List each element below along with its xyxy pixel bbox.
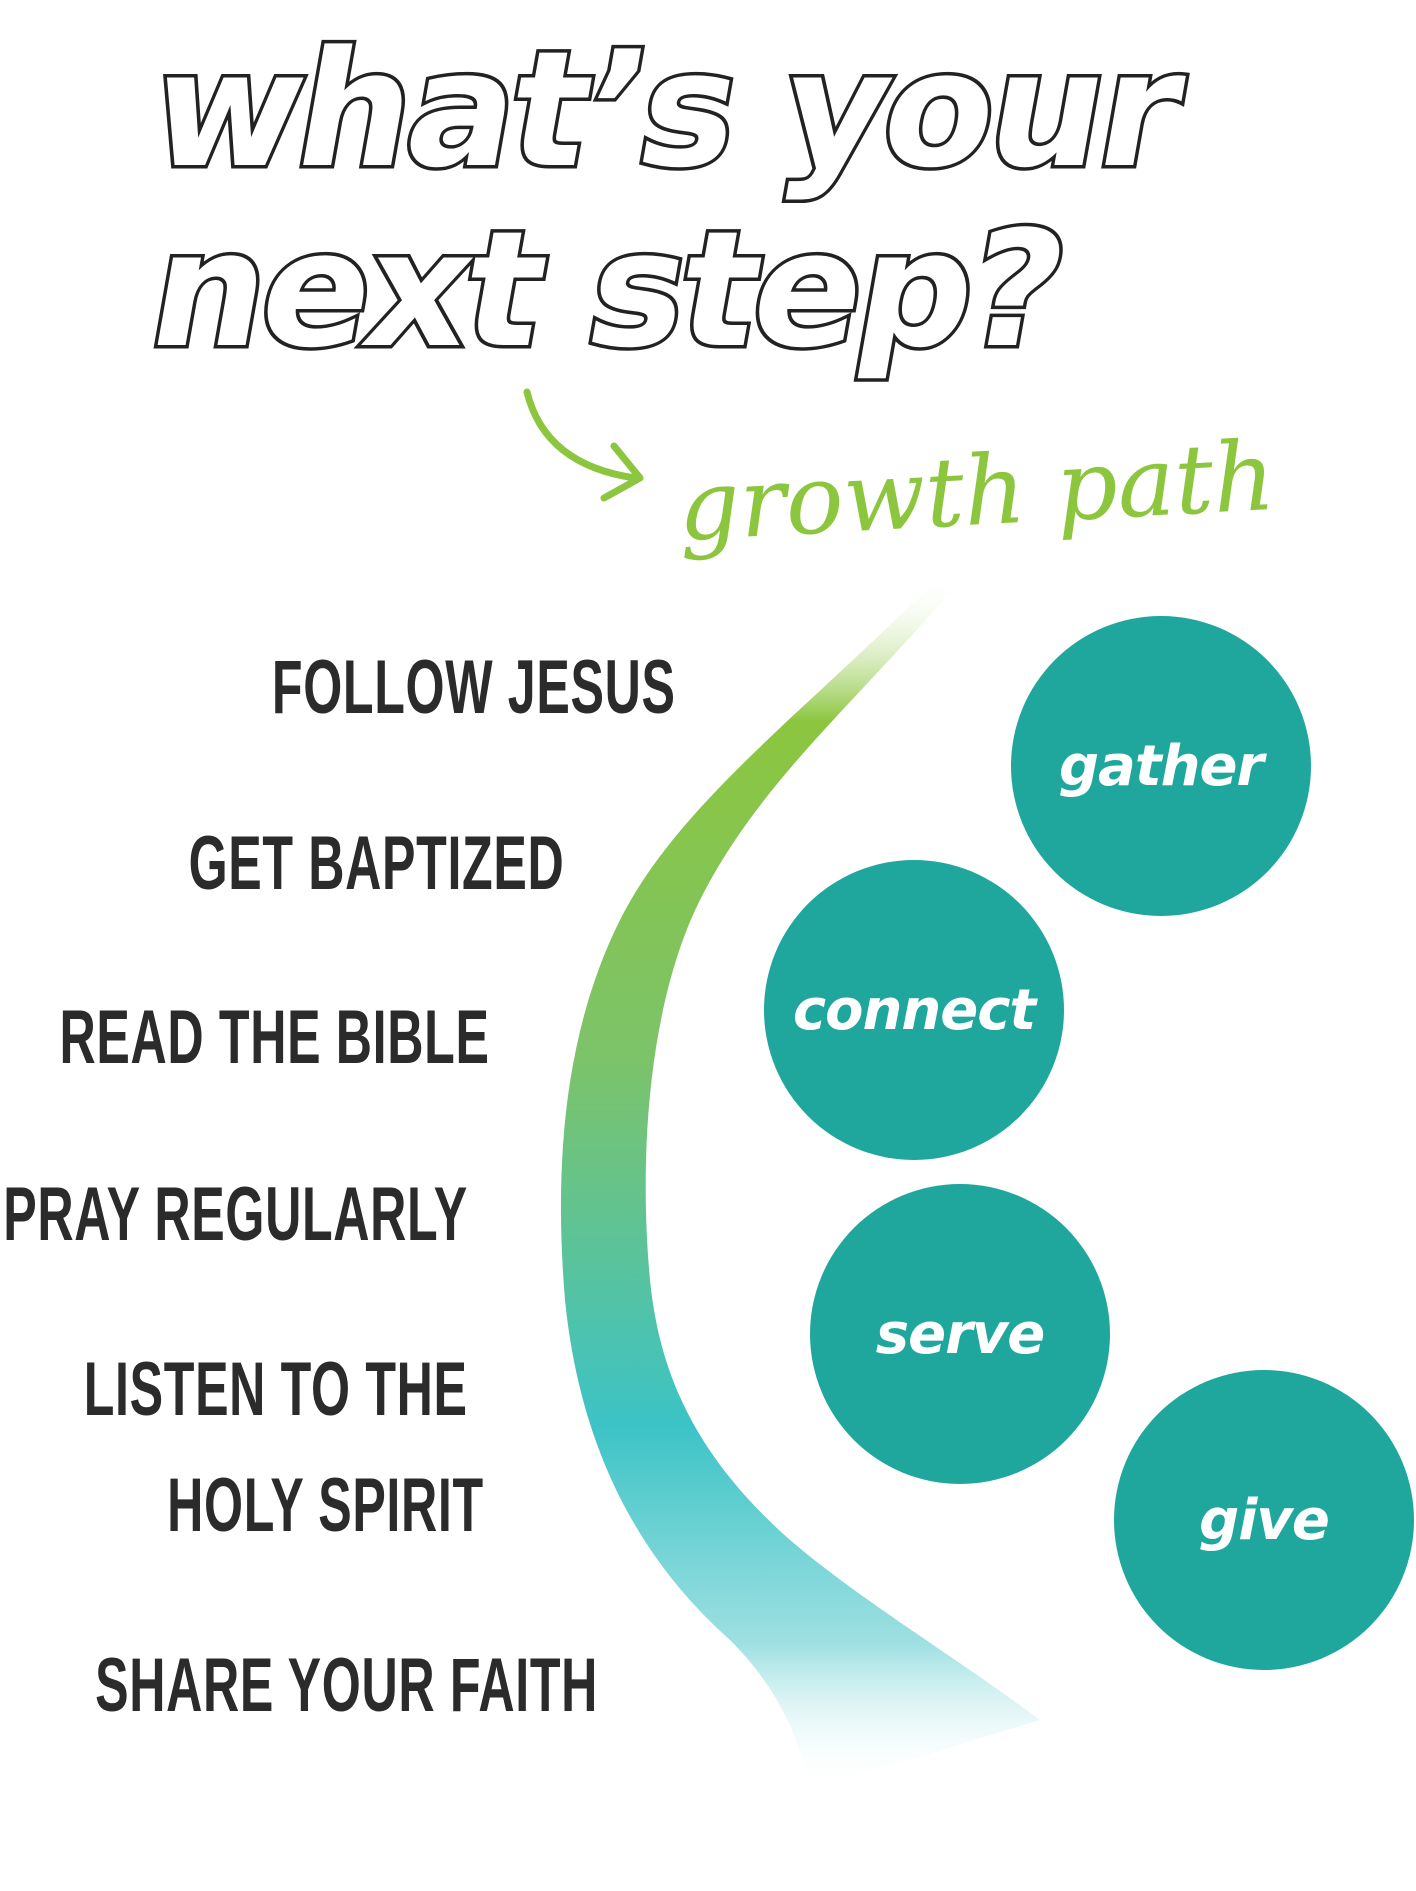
step-holy-spirit: HOLY SPIRIT: [167, 1463, 484, 1548]
step-get-baptized: GET BAPTIZED: [188, 821, 564, 906]
headline-line-2: next step?: [137, 197, 1075, 384]
headline-line-1: what’s your: [139, 17, 1197, 204]
circle-serve: serve: [810, 1184, 1110, 1484]
step-read-the-bible: READ THE BIBLE: [59, 995, 490, 1080]
step-listen-to-the: LISTEN TO THE: [84, 1347, 468, 1432]
circle-give-label: give: [1199, 1487, 1330, 1553]
circle-give: give: [1114, 1370, 1414, 1670]
circle-connect-label: connect: [792, 977, 1036, 1043]
step-follow-jesus: FOLLOW JESUS: [272, 645, 676, 730]
curved-arrow-icon: [523, 388, 644, 502]
circle-gather: gather: [1011, 616, 1311, 916]
step-share-your-faith: SHARE YOUR FAITH: [95, 1643, 598, 1728]
circle-gather-label: gather: [1058, 733, 1264, 799]
path-ribbon-shape: [560, 575, 1040, 1790]
step-pray-regularly: PRAY REGULARLY: [3, 1172, 468, 1257]
circle-connect: connect: [764, 860, 1064, 1160]
circle-serve-label: serve: [875, 1301, 1045, 1367]
headline-art: what’s your next step? growth path: [134, 14, 1278, 563]
